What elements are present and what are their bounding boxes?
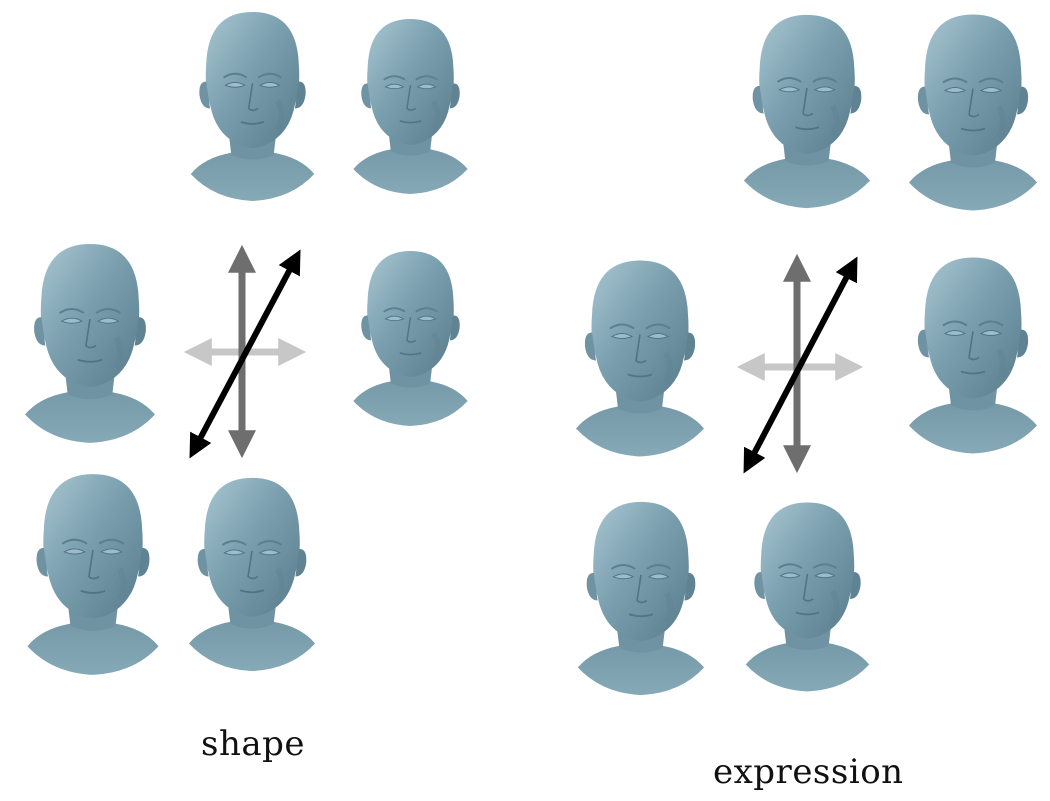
shape-head-top-right [353, 19, 467, 194]
shape-head-top-left [191, 12, 314, 201]
shape-head-middle-right [353, 251, 467, 426]
shape-head-bottom-left [27, 474, 158, 675]
shape-head-middle-left [25, 244, 155, 443]
expression-caption: expression [713, 752, 904, 792]
shape-caption: shape [201, 724, 305, 764]
expression-head-top-right [909, 15, 1037, 211]
expression-head-middle-right [909, 258, 1037, 454]
expression-head-top-left [744, 15, 870, 208]
expression-head-bottom-left [578, 502, 704, 695]
shape-head-bottom-right [189, 478, 315, 671]
shape-group [25, 12, 468, 675]
expression-group [576, 15, 1037, 696]
expression-head-bottom-right [746, 503, 869, 692]
expression-head-middle-left [576, 261, 704, 457]
